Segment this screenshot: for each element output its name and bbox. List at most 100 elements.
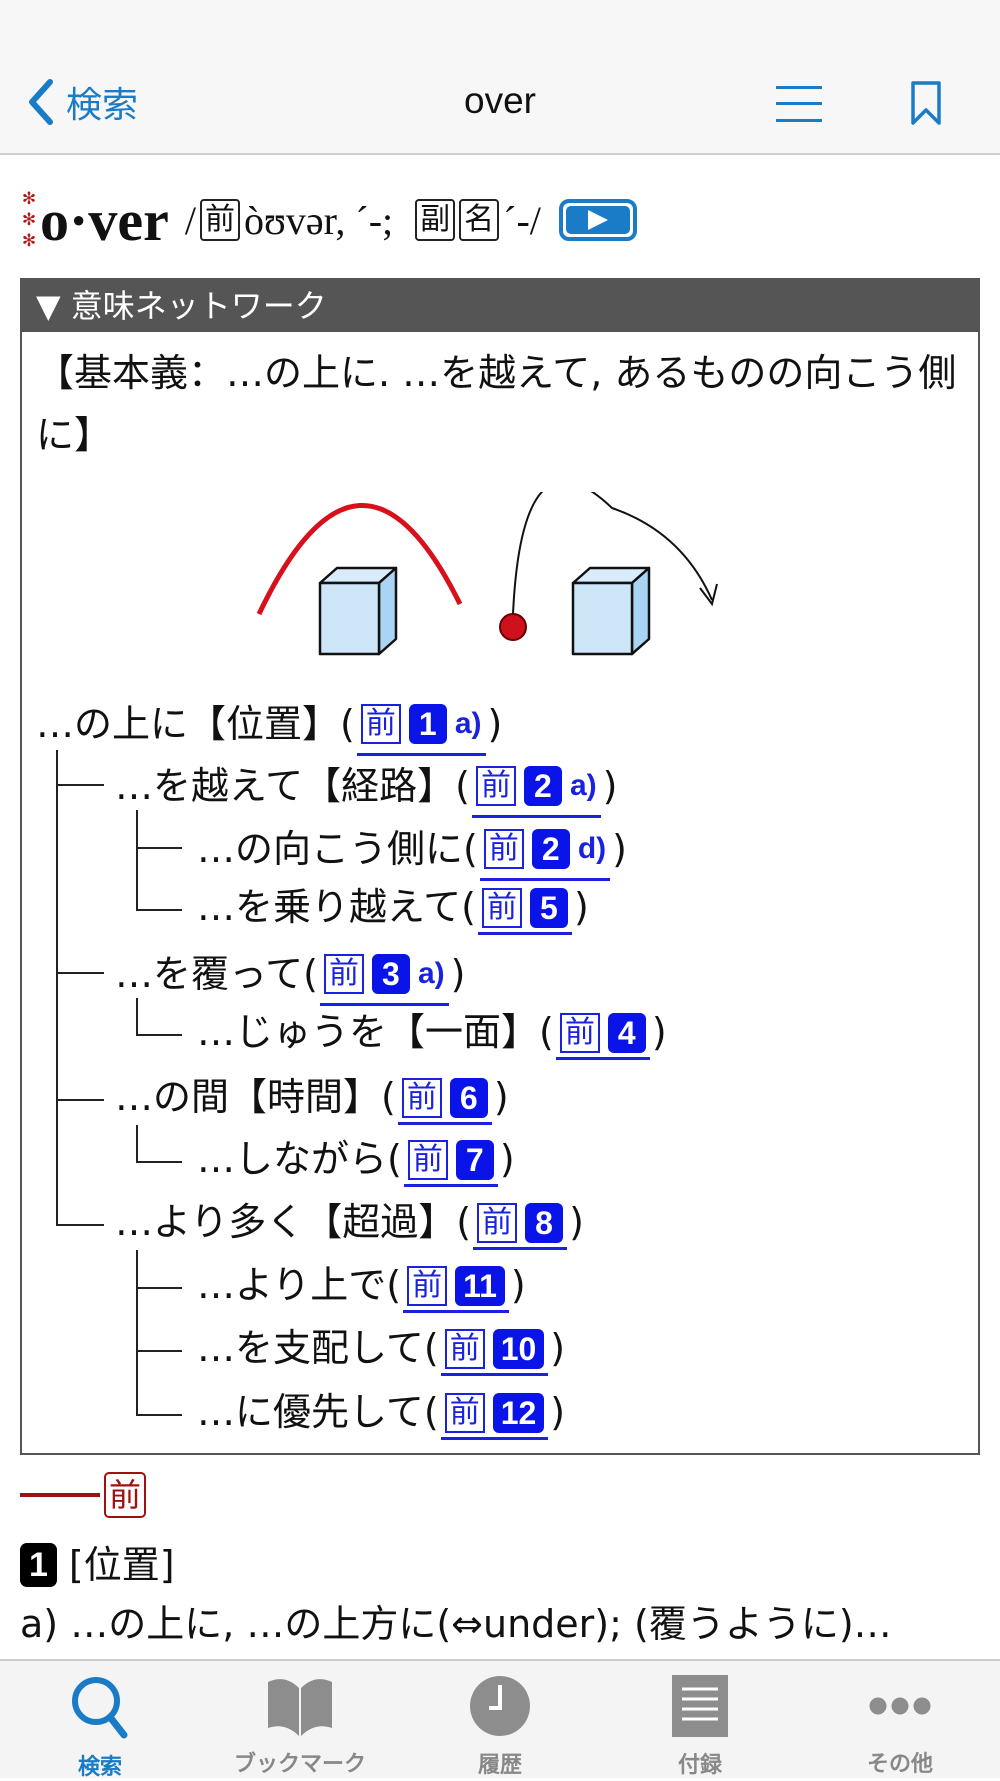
tab-more[interactable]: その他 <box>800 1661 1000 1778</box>
pronunciation: / 前 òʊvər, ˊ-; 副 名 ˊ-/ <box>185 197 541 244</box>
clock-icon <box>470 1676 530 1736</box>
tree-connector <box>56 784 104 786</box>
tab-label: 付録 <box>677 1753 722 1778</box>
row-text: …の上に【位置】( <box>36 701 355 746</box>
headword-line: ✻✻✻ o·ver / 前 òʊvər, ˊ-; 副 名 ˊ-/ <box>18 182 637 258</box>
sense-label: [位置] <box>68 1543 175 1587</box>
pos-preposition: 前 <box>199 199 240 241</box>
row-close: ) <box>602 763 618 808</box>
sense-number: 7 <box>455 1139 494 1180</box>
row-close: ) <box>493 1075 509 1119</box>
back-label: 検索 <box>66 85 139 126</box>
row-close: ) <box>499 1137 515 1181</box>
pos-label: 前 <box>475 766 516 806</box>
sense-number: 1 <box>408 704 447 744</box>
row-close: ) <box>651 1010 667 1054</box>
pos-noun: 名 <box>459 199 500 241</box>
pos-label: 前 <box>407 1139 448 1180</box>
sense-number: 8 <box>525 1202 564 1243</box>
menu-icon[interactable] <box>776 86 822 122</box>
row-close: ) <box>550 1326 566 1370</box>
row-text: …を支配して( <box>197 1326 439 1370</box>
subsense-letter: a) <box>569 769 597 802</box>
tree-connector <box>56 972 104 974</box>
chevron-left-icon <box>29 79 53 125</box>
tab-label: 検索 <box>77 1755 122 1780</box>
row-text: …を越えて【経路】( <box>115 763 470 808</box>
tab-bar: 検索 ブックマーク 履歴 付録 その他 <box>0 1659 1000 1780</box>
tab-appendix[interactable]: 付録 <box>600 1661 800 1778</box>
row-close: ) <box>569 1200 584 1244</box>
tree-connector <box>136 810 138 909</box>
sense-number: 10 <box>492 1328 545 1369</box>
tree-connector <box>136 1161 182 1163</box>
pos-label: 前 <box>401 1077 442 1118</box>
row-text: …じゅうを【一面】( <box>197 1010 554 1054</box>
subsense-letter: d) <box>577 832 607 865</box>
definition-line: a) …の上に, …の上方に(⇔under); (覆うように)… <box>20 1602 892 1646</box>
tab-history[interactable]: 履歴 <box>400 1661 600 1778</box>
cube-icon <box>318 566 398 656</box>
bookmark-icon[interactable] <box>910 80 942 126</box>
row-text: …に優先して( <box>197 1390 439 1434</box>
book-icon <box>268 1678 332 1736</box>
sense-number: 11 <box>455 1265 505 1306</box>
row-text: …の向こう側に( <box>197 826 478 871</box>
tree-connector <box>136 1034 182 1036</box>
sense-number: 5 <box>529 887 568 928</box>
tree-connector <box>56 1224 104 1226</box>
tab-label: 履歴 <box>477 1753 522 1778</box>
sense-number: 2 <box>523 766 562 806</box>
pos-label: 前 <box>444 1328 485 1369</box>
pron-preposition: òʊvər, ˊ-; <box>243 197 394 243</box>
play-audio-button[interactable] <box>558 199 637 241</box>
sense-heading: 1 [位置] <box>20 1542 175 1588</box>
tab-bookmarks[interactable]: ブックマーク <box>200 1661 400 1778</box>
tab-search[interactable]: 検索 <box>0 1661 200 1780</box>
slash: / <box>184 197 196 243</box>
pos-label: 前 <box>407 1265 448 1306</box>
tree-connector <box>136 1350 182 1352</box>
over-illustration <box>256 492 718 656</box>
row-text: …を覆って( <box>115 951 318 996</box>
pos-label: 前 <box>481 887 522 928</box>
sense-number: 4 <box>607 1012 646 1053</box>
subsense-letter: a) <box>417 957 445 990</box>
page-title: over <box>464 80 536 121</box>
meaning-network-toggle[interactable]: ▼ 意味ネットワーク <box>22 280 978 332</box>
pos-label: 前 <box>360 704 401 744</box>
section-preposition: 前 <box>20 1472 147 1518</box>
sense-number: 12 <box>492 1392 545 1433</box>
tree-connector <box>136 1414 182 1416</box>
tree-connector <box>136 1125 138 1161</box>
back-button[interactable]: 検索 <box>28 76 138 128</box>
document-icon <box>672 1675 728 1737</box>
pos-label: 前 <box>559 1012 600 1053</box>
importance-stars: ✻✻✻ <box>21 188 37 251</box>
section-rule <box>20 1493 100 1497</box>
meaning-network-panel: ▼ 意味ネットワーク 【基本義：…の上に. …を越えて, あるものの向こう側に】… <box>20 278 980 1455</box>
pos-label: 前 <box>477 1202 518 1243</box>
row-close: ) <box>612 826 627 871</box>
more-icon <box>869 1697 931 1714</box>
row-close: ) <box>550 1390 566 1434</box>
pron-adverb-noun: ˊ-/ <box>503 197 541 243</box>
headword: o·ver <box>40 187 169 253</box>
tree-connector <box>136 1250 138 1414</box>
